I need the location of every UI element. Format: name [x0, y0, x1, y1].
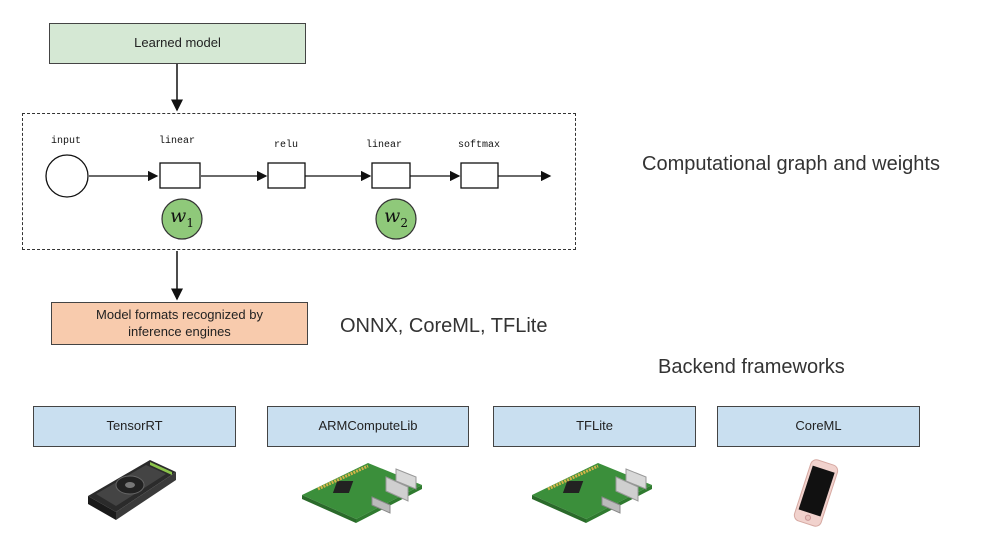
backend-box-armcomputelib: ARMComputeLib — [267, 406, 469, 447]
weight-node-1 — [161, 198, 203, 240]
backend-box-tflite: TFLite — [493, 406, 696, 447]
linear-node-1 — [159, 162, 201, 189]
model-formats-box: Model formats recognized by inference en… — [51, 302, 308, 345]
weight-label-1: w1 — [170, 205, 194, 230]
smartphone-icon — [793, 459, 839, 527]
backend-label-armcomputelib: ARMComputeLib — [318, 418, 418, 434]
backend-label-tflite: TFLite — [576, 418, 613, 434]
learned-model-label: Learned model — [134, 35, 221, 51]
model-formats-label: Model formats recognized by inference en… — [96, 307, 263, 339]
input-node — [45, 154, 89, 198]
learned-model-box: Learned model — [49, 23, 306, 64]
linear-node-2 — [371, 162, 411, 189]
node-label-relu: relu — [274, 140, 299, 151]
node-label-linear-2: linear — [366, 140, 403, 151]
graph-caption: Computational graph and weights — [642, 153, 940, 175]
node-label-softmax: softmax — [458, 140, 501, 151]
computational-graph-container — [22, 113, 576, 250]
node-label-input: input — [51, 136, 82, 147]
backend-frameworks-title: Backend frameworks — [658, 356, 845, 378]
model-formats-examples: ONNX, CoreML, TFLite — [340, 315, 548, 337]
raspberry-pi-board-icon — [302, 463, 422, 523]
relu-node — [267, 162, 306, 189]
raspberry-pi-board-icon — [532, 463, 652, 523]
weight-node-2 — [375, 198, 417, 240]
weight-label-2: w2 — [384, 205, 408, 230]
softmax-node — [460, 162, 499, 189]
gpu-card-icon — [88, 460, 176, 520]
backend-label-tensorrt: TensorRT — [106, 418, 163, 434]
backend-box-coreml: CoreML — [717, 406, 920, 447]
backend-label-coreml: CoreML — [795, 418, 842, 434]
backend-box-tensorrt: TensorRT — [33, 406, 236, 447]
node-label-linear-1: linear — [159, 136, 196, 147]
